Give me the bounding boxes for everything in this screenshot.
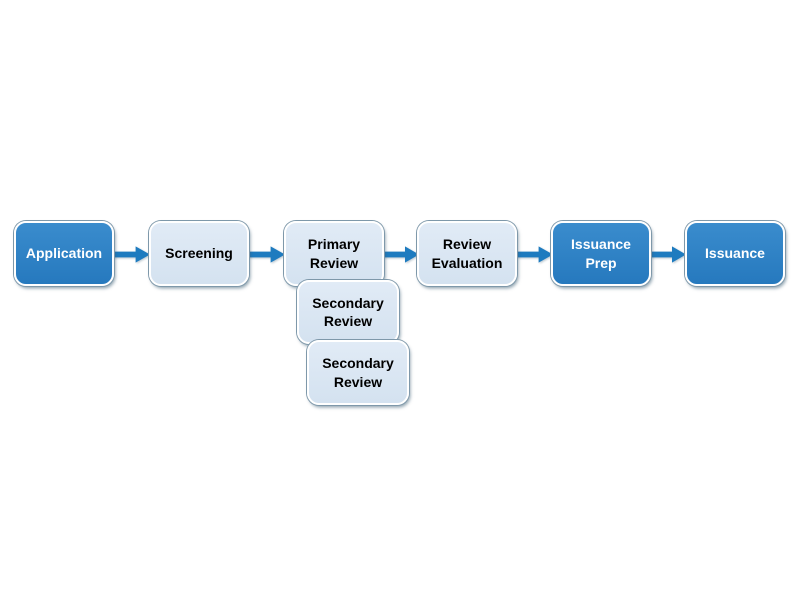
right-arrow-icon <box>248 246 285 263</box>
node-primary-review: Primary Review <box>284 221 384 286</box>
flow-arrow-screening-to-primary-review <box>248 245 285 264</box>
node-label: Secondary Review <box>322 355 394 390</box>
node-review-evaluation: Review Evaluation <box>417 221 517 286</box>
right-arrow-icon <box>516 246 553 263</box>
flow-arrow-application-to-screening <box>113 245 150 264</box>
right-arrow-icon <box>383 246 419 263</box>
right-arrow-icon <box>113 246 150 263</box>
node-secondary-review-1: Secondary Review <box>297 280 399 344</box>
node-label: Application <box>25 245 103 262</box>
node-label: Secondary Review <box>312 294 384 329</box>
node-issuance: Issuance <box>685 221 785 286</box>
right-arrow-icon <box>650 246 686 263</box>
node-label: Issuance Prep <box>571 236 631 271</box>
node-label: Review Evaluation <box>431 236 503 271</box>
node-label: Issuance <box>705 245 765 262</box>
node-application: Application <box>14 221 114 286</box>
node-label: Screening <box>165 245 233 262</box>
flow-arrow-issuance-prep-to-issuance <box>650 245 686 264</box>
flow-arrow-review-evaluation-to-issuance-prep <box>516 245 553 264</box>
node-screening: Screening <box>149 221 249 286</box>
node-label: Primary Review <box>307 236 361 271</box>
node-issuance-prep: Issuance Prep <box>551 221 651 286</box>
flow-arrow-primary-review-to-review-evaluation <box>383 245 419 264</box>
node-secondary-review-2: Secondary Review <box>307 340 409 405</box>
